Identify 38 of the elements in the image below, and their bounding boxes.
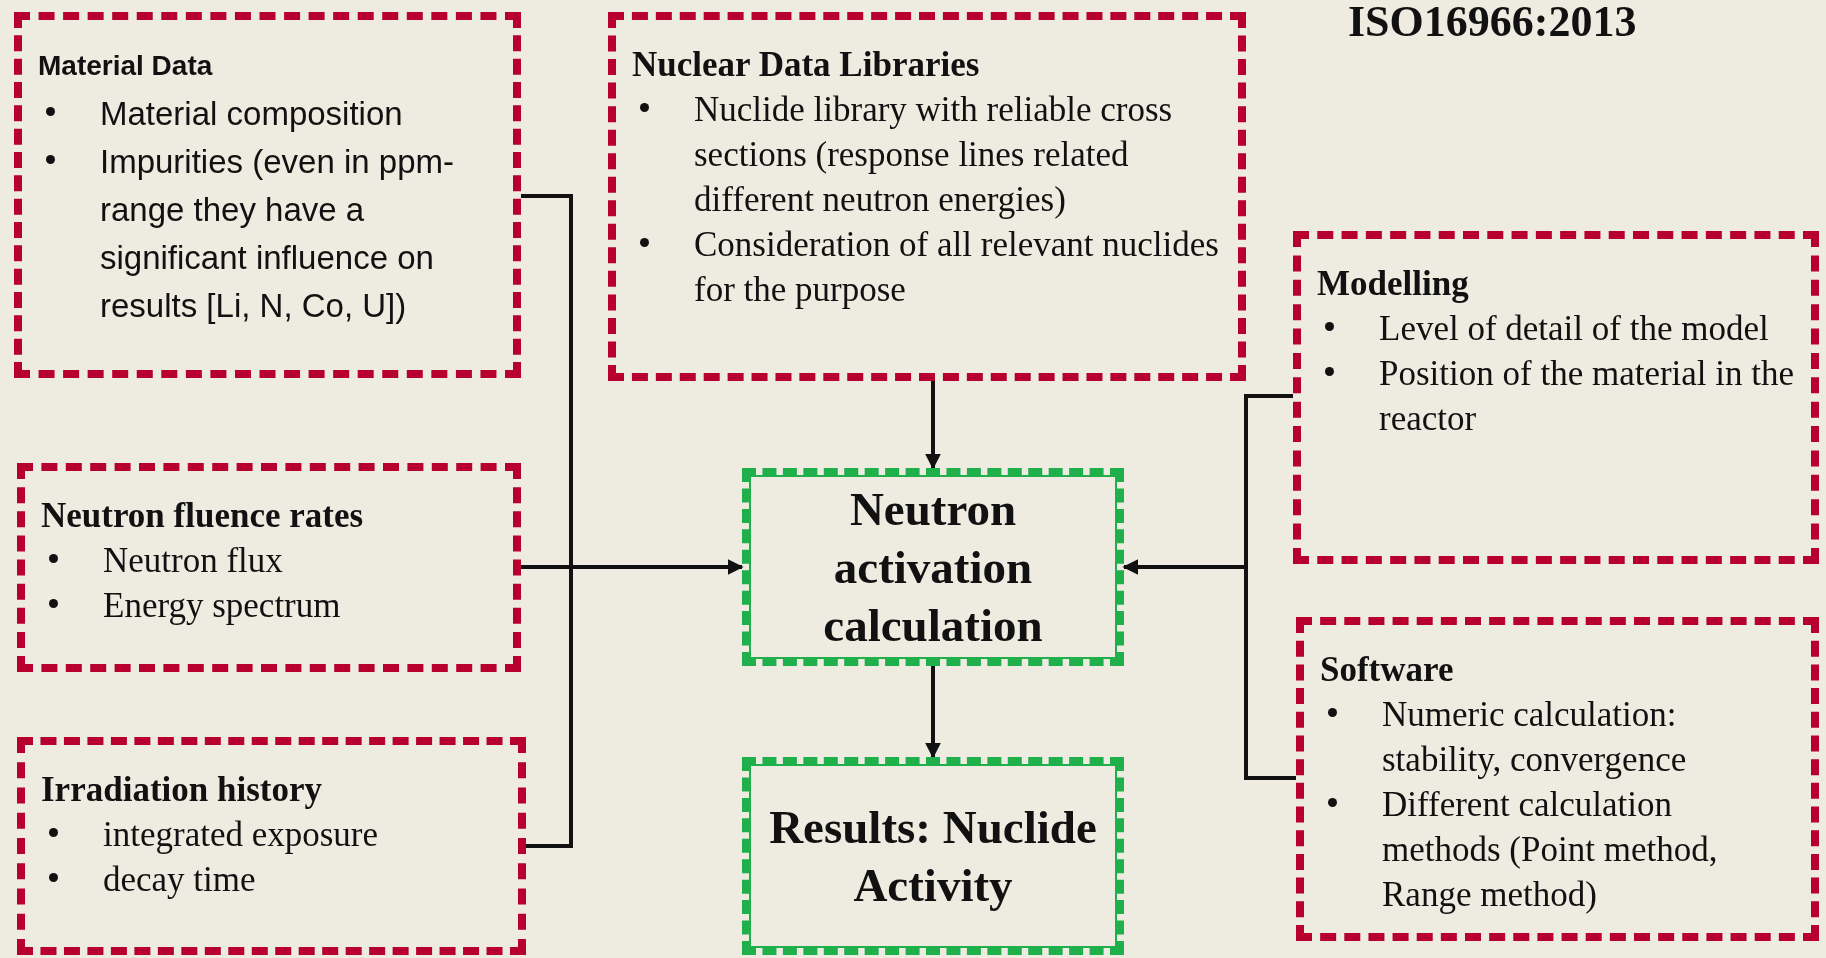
bullet-item: Numeric calculation: stability, convergence: [1382, 695, 1687, 779]
bullet-item: Nuclide library with reliable cross sections (response lines related different neutron energies): [694, 90, 1173, 219]
bullet-item: Impurities (even in ppm-range they have a significant influence on results [Li, N, Co, U]): [100, 143, 454, 324]
arrow: [1122, 559, 1246, 575]
bullet-item: Level of detail of the model: [1379, 309, 1769, 348]
bullet-item: Position of the material in the reactor: [1379, 354, 1795, 438]
bullet-item: decay time: [103, 860, 256, 899]
bullet-item: Different calculation methods (Point method, Range method): [1382, 785, 1718, 914]
connector-line: [521, 194, 573, 567]
box-heading: Nuclear Data Libraries: [632, 44, 981, 86]
input-box: [1296, 617, 1819, 941]
box-heading: Software: [1320, 649, 1455, 691]
box-heading: Material Data: [38, 49, 214, 83]
input-box: [17, 737, 526, 955]
connector-line: [1244, 567, 1296, 780]
box-heading: Modelling: [1317, 263, 1470, 305]
box-title: Neutron activation calculation: [822, 482, 1044, 653]
arrow: [925, 381, 941, 470]
bullet-item: integrated exposure: [103, 815, 379, 854]
connector-line: [526, 567, 573, 848]
process-box: [742, 468, 1124, 666]
process-box: [742, 757, 1124, 955]
input-box: [608, 12, 1246, 381]
bullet-item: Energy spectrum: [103, 586, 341, 625]
input-box: [14, 12, 521, 378]
bullet-item: Material composition: [100, 95, 403, 132]
bullet-item: Consideration of all relevant nuclides for the purpose: [694, 225, 1219, 309]
box-title: Results: Nuclide Activity: [768, 800, 1098, 913]
connector-line: [1244, 394, 1293, 567]
standard-label: ISO16966:2013: [1348, 0, 1637, 47]
arrow: [571, 559, 744, 575]
connector-line: [521, 565, 571, 569]
box-heading: Neutron fluence rates: [41, 495, 365, 537]
bullet-item: Neutron flux: [103, 541, 283, 580]
input-box: [17, 463, 521, 672]
arrow: [925, 666, 941, 759]
input-box: [1293, 231, 1819, 564]
box-heading: Irradiation history: [41, 769, 323, 811]
